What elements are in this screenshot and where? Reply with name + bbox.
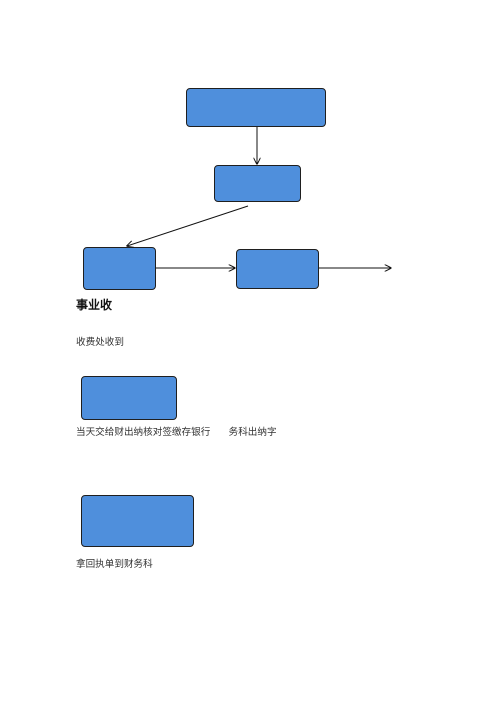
- flow-box-middle: [214, 165, 301, 202]
- caption-cashier-receives: 收费处收到: [76, 337, 124, 348]
- section-heading: 事业收: [76, 298, 113, 312]
- flow-box-top: [186, 88, 326, 127]
- flow-box-lower-right: [236, 249, 319, 289]
- flow-box-lower-left: [83, 247, 156, 290]
- caption-return-receipt: 拿回执单到财务科: [76, 559, 153, 570]
- step-box-deposit: [81, 376, 177, 420]
- caption-deposit-bank: 当天交给财出纳核对签缴存银行 务科出纳字: [76, 427, 277, 438]
- step-box-receipt: [81, 495, 194, 547]
- arrow-middle-to-lower-left: [127, 205, 249, 246]
